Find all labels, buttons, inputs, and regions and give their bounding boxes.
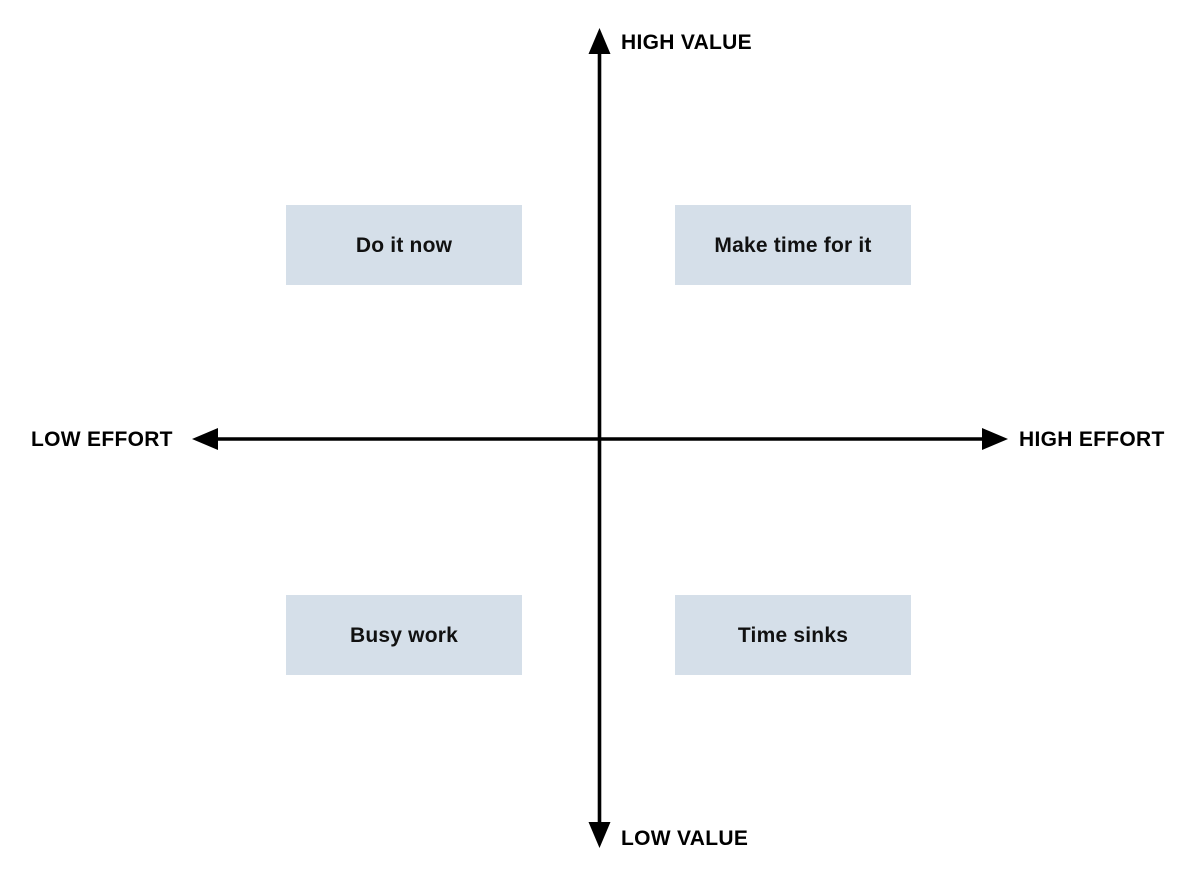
arrow-right-icon — [982, 428, 1008, 450]
quadrant-label: Make time for it — [714, 233, 872, 257]
quadrant-label: Do it now — [355, 233, 453, 257]
quadrant-label: Busy work — [350, 623, 458, 647]
arrow-up-icon — [588, 28, 611, 54]
axis-label-low-value: LOW VALUE — [621, 827, 749, 850]
quadrant-box-busy-work: Busy work — [286, 595, 522, 675]
arrow-left-icon — [192, 428, 218, 450]
axis-label-high-value: HIGH VALUE — [621, 31, 752, 54]
quadrant-box-time-sinks: Time sinks — [675, 595, 911, 675]
axis-label-low-effort: LOW EFFORT — [31, 428, 173, 451]
axis-label-high-effort: HIGH EFFORT — [1019, 428, 1165, 451]
quadrant-box-make-time-for-it: Make time for it — [675, 205, 911, 285]
quadrant-label: Time sinks — [737, 623, 849, 647]
quadrant-box-do-it-now: Do it now — [286, 205, 522, 285]
arrow-down-icon — [588, 822, 611, 848]
